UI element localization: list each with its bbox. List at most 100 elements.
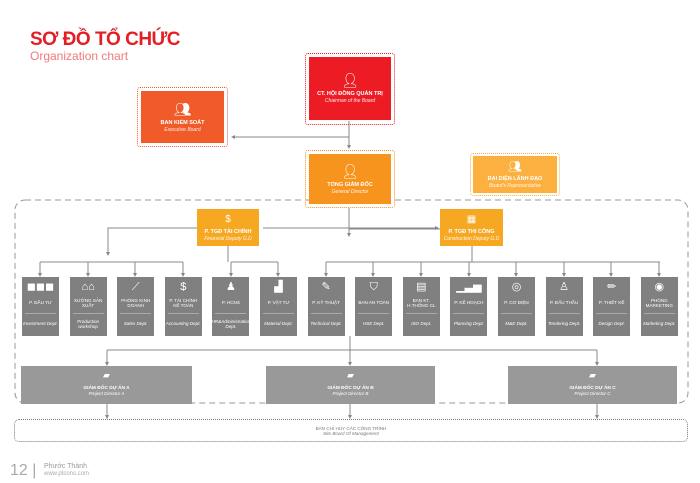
deputy-subtitle: Financial Deputy G.D [204,236,252,242]
department-box[interactable]: $ P. TÀI CHÍNH KẾ TOÁN Accounting Dept. [164,277,202,336]
financial-deputy-box[interactable]: $ P. TGĐ TÀI CHÍNH Financial Deputy G.D [197,209,259,246]
divider [453,313,485,314]
department-subtitle: HSE Dept. [362,321,385,327]
department-title: P. HCNS [221,300,240,306]
person-icon: 👤︎ [341,72,359,88]
construction-deputy-box[interactable]: ▦ P. TGĐ THI CÔNG Construction Deputy G.… [440,209,503,246]
department-subtitle: Production workshop [77,318,100,330]
department-title: PHÒNG MARKETING [645,297,673,309]
page-number: 12 | [10,462,37,479]
divider [310,313,342,314]
department-box[interactable]: ✏ P. THIẾT KẾ Design Dept. [593,277,631,336]
department-icon: ▁▃▅ [456,281,482,293]
department-subtitle: Planning Dept. [453,321,484,327]
department-subtitle: Investment Dept. [23,321,58,327]
department-icon: ▟ [274,281,283,293]
representative-subtitle: Board's Representative [489,183,541,189]
department-icon: ♟ [225,281,236,293]
divider [358,313,390,314]
project-director-a[interactable]: ▰ GIÁM ĐỐC DỰ ÁN A Project Director A [21,366,192,404]
chairman-title: CT. HỘI ĐỒNG QUẢN TRỊ [317,91,383,97]
executive-title: BAN KIỂM SOÁT [160,119,205,126]
deputy-title: P. TGĐ TÀI CHÍNH [204,229,252,235]
deputy-title: P. TGĐ THI CÔNG [448,229,495,235]
department-subtitle: M&E Dept. [505,321,528,327]
divider [596,313,628,314]
project-director-b[interactable]: ▰ GIÁM ĐỐC DỰ ÁN B Project Director B [266,366,435,404]
department-box[interactable]: ♟ P. HCNS HR&Administration Dept. [211,277,251,336]
brick-icon: ▦ [466,214,477,225]
group-icon: 👥︎ [508,161,522,173]
department-title: P. ĐẤU THẦU [549,300,579,306]
department-icon: ▤ [416,281,427,293]
executive-subtitle: Executive Board [164,126,201,133]
representative-title: ĐẠI DIỆN LÃNH ĐẠO [487,176,543,182]
money-icon: $ [225,214,231,225]
project-subtitle: Project Director C [574,391,611,396]
project-director-c[interactable]: ▰ GIÁM ĐỐC DỰ ÁN C Project Director C [508,366,677,404]
site-subtitle: Site Board Of Management [323,431,379,436]
divider [263,313,294,314]
representative-box[interactable]: 👥︎ ĐẠI DIỆN LÃNH ĐẠO Board's Representat… [473,156,557,193]
department-icon: ✏ [607,281,617,293]
department-icon: ⟋ [131,281,140,293]
department-box[interactable]: ⛉ BAN AN TOÀN HSE Dept. [355,277,393,336]
project-title: GIÁM ĐỐC DỰ ÁN B [327,386,374,391]
divider [643,313,675,314]
site-board-box[interactable]: BAN CHỈ HUY CÁC CÔNG TRÌNH Site Board Of… [14,419,688,442]
department-icon: ⛉ [369,281,378,293]
company-url: www.ptcons.com [44,471,90,477]
divider [167,313,199,314]
site-title: BAN CHỈ HUY CÁC CÔNG TRÌNH [315,426,387,431]
folder-icon: ▰ [103,370,110,380]
department-title: P. TÀI CHÍNH KẾ TOÁN [169,297,198,309]
department-subtitle: Tendering Dept. [547,321,581,327]
department-title: BAN KT. H.THỐNG CL [407,297,436,309]
project-title: GIÁM ĐỐC DỰ ÁN C [569,386,616,391]
department-icon: $ [180,281,187,293]
chairman-subtitle: Chairman of the Board [324,98,376,104]
department-icon: ♙ [559,281,570,293]
representative-outline [470,153,560,196]
department-subtitle: HR&Administration Dept. [211,318,251,330]
department-subtitle: Design Dept. [598,321,625,327]
general-outline [305,150,395,208]
page-title: SƠ ĐỒ TỔ CHỨC [30,29,181,50]
department-box[interactable]: ♙ P. ĐẤU THẦU Tendering Dept. [545,277,583,336]
divider [120,313,152,314]
chairman-box[interactable]: 👤︎ CT. HỘI ĐỒNG QUẢN TRỊ Chairman of the… [309,57,391,120]
folder-icon: ▰ [347,370,354,380]
department-subtitle: Accounting Dept. [165,321,201,327]
general-subtitle: General Director [331,188,369,195]
department-title: P. CƠ ĐIỆN [504,300,529,306]
department-title: P. KỸ THUẬT [312,300,340,306]
executive-board-box[interactable]: 👥︎ BAN KIỂM SOÁT Executive Board [141,91,224,143]
folder-icon: ▰ [589,370,596,380]
department-icon: ⌂⌂ [81,281,95,293]
chairman-outline [305,53,395,125]
department-subtitle: Sales Dept. [123,321,148,327]
department-title: XƯỞNG SẢN XUẤT [73,297,103,309]
divider [25,313,56,314]
divider [501,313,532,314]
department-subtitle: Technical Dept. [310,321,342,327]
department-title: P. THIẾT KẾ [598,300,625,306]
department-title: BAN AN TOÀN [358,300,390,306]
divider [405,313,437,314]
company-name: Phước Thành [44,463,88,470]
project-title: GIÁM ĐỐC DỰ ÁN A [83,386,130,391]
divider [215,313,247,314]
department-box[interactable]: ⌂⌂ XƯỞNG SẢN XUẤT Production workshop [69,277,107,336]
divider [72,313,104,314]
general-director-box[interactable]: 👤︎ TỔNG GIÁM ĐỐC General Director [309,154,391,204]
department-title: P. ĐẦU TƯ [29,300,52,306]
general-title: TỔNG GIÁM ĐỐC [327,181,373,188]
